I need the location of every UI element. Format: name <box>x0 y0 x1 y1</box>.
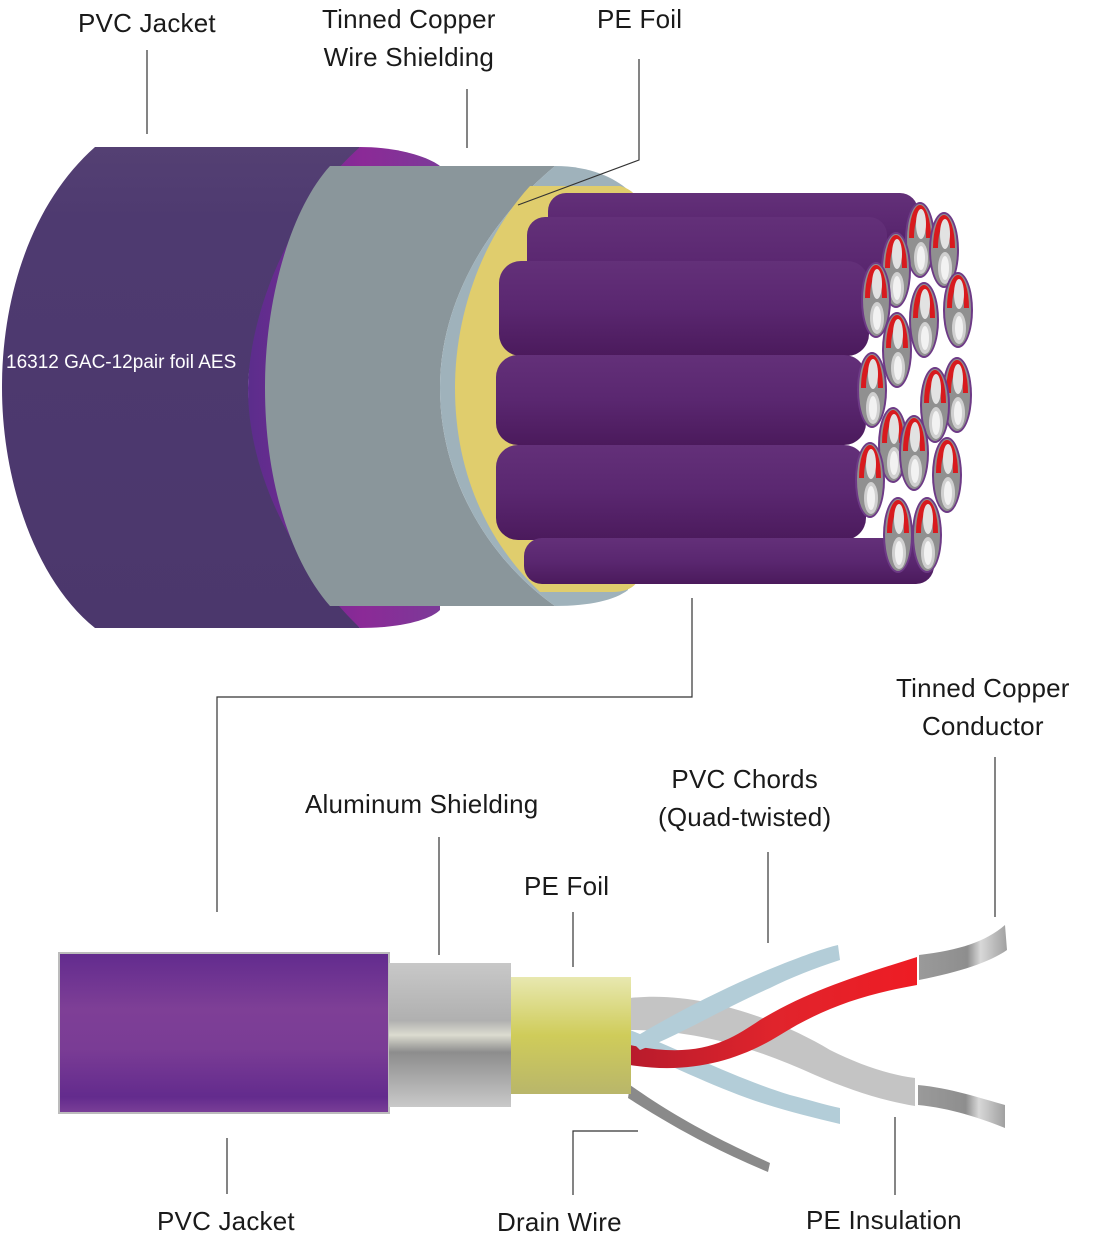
label-conductor-line1: Tinned Copper <box>896 673 1070 703</box>
bottom-pe-foil <box>511 977 631 1094</box>
label-top-copper-shield-line1: Tinned Copper <box>322 4 496 34</box>
label-aluminum-shielding: Aluminum Shielding <box>305 789 539 819</box>
top-copper-shield <box>265 166 555 606</box>
top-pair-bundle <box>496 193 934 584</box>
bottom-leader-lines <box>226 757 996 1195</box>
leader-drain <box>572 1130 638 1195</box>
conductor-upper <box>919 925 1007 980</box>
conductor-lower <box>918 1085 1005 1128</box>
bottom-jacket <box>58 952 390 1114</box>
label-top-copper-shield: Tinned Copper Wire Shielding <box>322 0 496 76</box>
chord-grey <box>630 996 915 1106</box>
label-conductor: Tinned Copper Conductor <box>896 669 1070 745</box>
label-drain-wire: Drain Wire <box>497 1207 622 1237</box>
top-cable: 16312 GAC-12pair foil AES <box>2 147 973 628</box>
bottom-cable <box>58 925 1007 1172</box>
label-pvc-chords: PVC Chords (Quad-twisted) <box>658 760 831 836</box>
label-top-pe-foil: PE Foil <box>597 4 683 34</box>
label-pe-insulation: PE Insulation <box>806 1205 962 1235</box>
cable-print-text: 16312 GAC-12pair foil AES <box>6 352 236 373</box>
label-conductor-line2: Conductor <box>921 711 1044 741</box>
bottom-wires <box>628 925 1007 1172</box>
label-top-pvc-jacket: PVC Jacket <box>78 8 216 38</box>
top-jacket <box>2 147 360 628</box>
top-leader-lines <box>146 50 693 912</box>
chord-blue-upper <box>630 945 840 1050</box>
leader-connector <box>216 598 693 912</box>
label-pvc-chords-line1: PVC Chords <box>671 764 818 794</box>
chord-red <box>630 957 917 1069</box>
leader-top-foil <box>517 59 640 206</box>
drain-wire <box>628 1085 770 1172</box>
label-top-copper-shield-line2: Wire Shielding <box>323 42 495 72</box>
label-bottom-pe-foil: PE Foil <box>524 871 610 901</box>
bottom-aluminum-shield <box>389 963 511 1107</box>
label-pvc-chords-line2: (Quad-twisted) <box>658 802 832 832</box>
label-bottom-pvc-jacket: PVC Jacket <box>157 1206 295 1236</box>
